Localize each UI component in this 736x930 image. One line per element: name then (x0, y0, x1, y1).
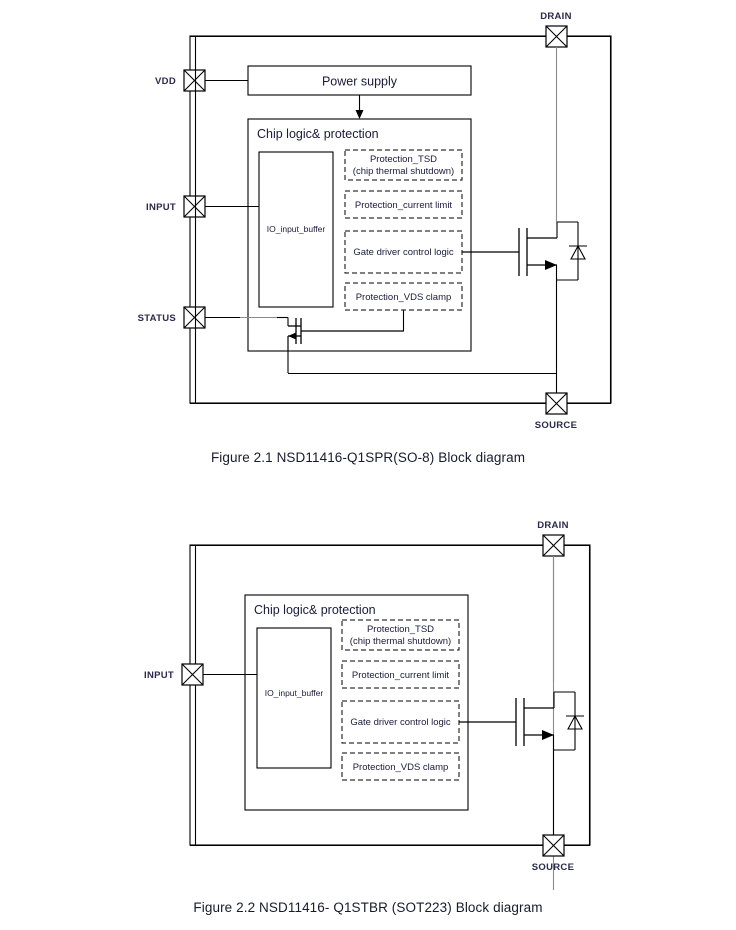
chip-logic-title-2: Chip logic& protection (254, 603, 376, 617)
pin-pad-drain-2[interactable] (542, 534, 565, 557)
chip-boundary-1 (189, 35, 612, 404)
block-protection-tsd-line1-2: Protection_TSD (367, 624, 434, 635)
io-input-buffer-label-2: IO_input_buffer (265, 688, 324, 698)
block-protection-tsd-1 (344, 149, 463, 181)
chip-logic-container-2 (244, 594, 469, 811)
pin-pad-drain-1[interactable] (545, 25, 568, 48)
pin-pad-vdd-1[interactable] (183, 69, 206, 92)
pin-label-source-2: SOURCE (532, 862, 574, 873)
pin-label-source-1: SOURCE (535, 420, 577, 431)
pin-pad-input-1[interactable] (183, 195, 206, 218)
block-protection-current-limit-label-1: Protection_current limit (355, 200, 453, 211)
block-protection-vds-clamp-label-1: Protection_VDS clamp (356, 292, 452, 303)
status-output-transistor (288, 318, 404, 344)
pin-pad-status-1[interactable] (183, 306, 206, 329)
block-protection-tsd-line1-1: Protection_TSD (370, 154, 437, 165)
block-protection-current-limit-1 (344, 190, 463, 219)
body-diode-1 (557, 221, 587, 281)
power-supply-label: Power supply (322, 75, 398, 89)
block-gate-driver-label-1: Gate driver control logic (353, 247, 454, 258)
pin-pad-source-1[interactable] (545, 392, 568, 415)
io-input-buffer-label-1: IO_input_buffer (267, 224, 326, 234)
pin-label-vdd-1: VDD (155, 76, 176, 87)
pin-pad-input-2[interactable] (181, 663, 204, 686)
pin-label-input-1: INPUT (146, 202, 176, 213)
body-diode-2 (554, 691, 584, 751)
block-protection-tsd-line2-1: (chip thermal shutdown) (353, 166, 454, 177)
pin-label-input-2: INPUT (144, 670, 174, 681)
power-mosfet-1 (462, 228, 557, 276)
pin-label-status-1: STATUS (138, 313, 176, 324)
block-protection-tsd-2 (341, 619, 460, 651)
block-protection-current-limit-2 (341, 660, 460, 689)
figure-caption-1: Figure 2.1 NSD11416-Q1SPR(SO-8) Block di… (210, 450, 526, 465)
figure-2-1: DRAIN VDD Power supply Chip logic& prote… (0, 0, 736, 445)
arrowhead-power-supply (355, 110, 364, 119)
block-gate-driver-label-2: Gate driver control logic (350, 717, 451, 728)
block-protection-tsd-line2-2: (chip thermal shutdown) (350, 636, 451, 647)
block-protection-vds-clamp-label-2: Protection_VDS clamp (353, 762, 449, 773)
chip-boundary-2 (189, 544, 591, 846)
figure-caption-2: Figure 2.2 NSD11416- Q1STBR (SOT223) Blo… (193, 900, 543, 915)
pin-label-drain-1: DRAIN (540, 11, 572, 22)
chip-logic-container-1 (247, 118, 472, 352)
chip-logic-title-1: Chip logic& protection (257, 127, 379, 141)
block-protection-vds-clamp-2 (341, 752, 460, 781)
io-input-buffer-2 (256, 627, 332, 769)
figure-2-2: DRAIN Chip logic& protection IO_input_bu… (0, 500, 736, 890)
pin-pad-source-2[interactable] (542, 834, 565, 857)
block-protection-current-limit-label-2: Protection_current limit (352, 670, 450, 681)
pin-label-drain-2: DRAIN (537, 520, 569, 531)
power-mosfet-2 (459, 698, 554, 746)
io-input-buffer-1 (258, 151, 334, 308)
